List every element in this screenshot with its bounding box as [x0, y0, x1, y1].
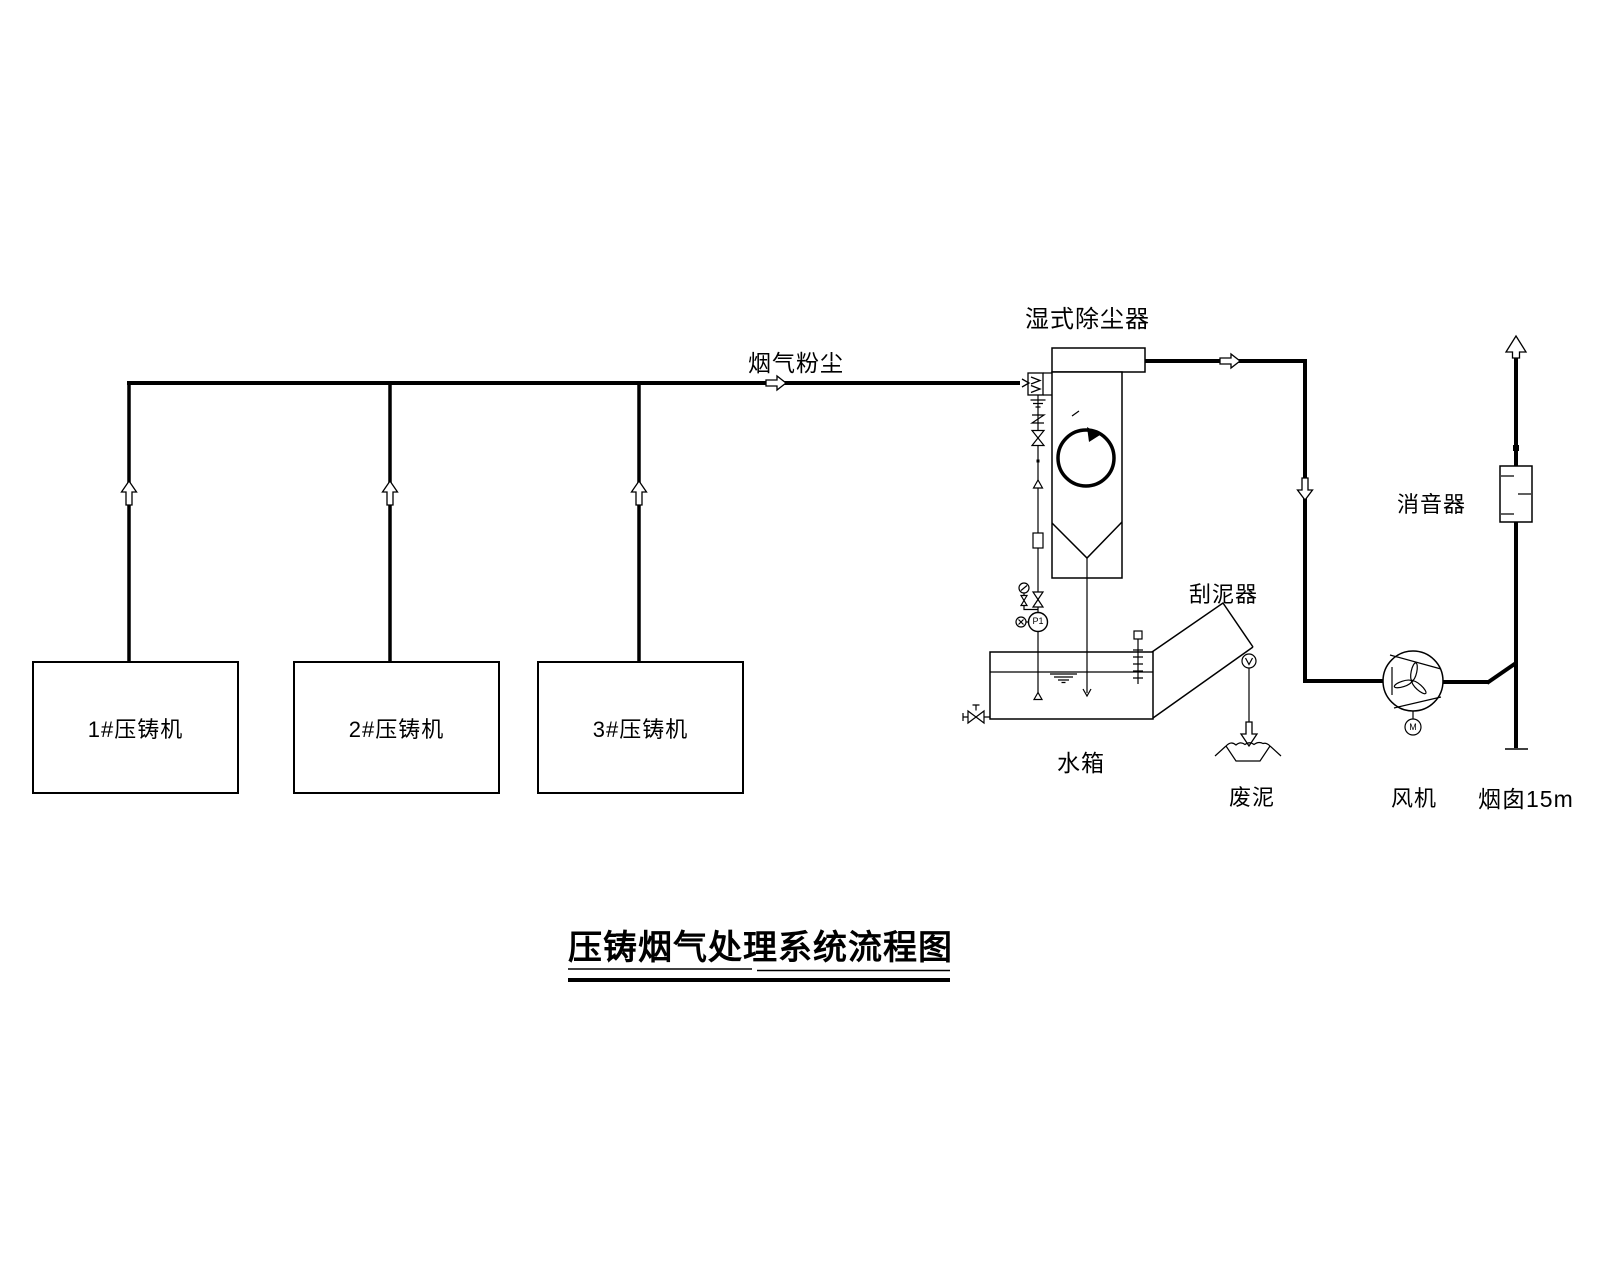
gate-valve-icon	[1030, 429, 1046, 447]
up-arrow-icon	[630, 479, 648, 506]
water-surface-icon	[1050, 673, 1077, 684]
muffler-unit	[1499, 465, 1533, 523]
flow-meter-icon	[1032, 532, 1044, 549]
die-casting-machine-3: 3#压铸机	[537, 661, 744, 794]
down-arrow-icon	[1296, 477, 1314, 502]
die-casting-machine-1: 1#压铸机	[32, 661, 239, 794]
scraper-motor-icon	[1241, 653, 1257, 669]
down-arrow-icon	[1239, 721, 1259, 748]
title-underline	[568, 968, 950, 982]
water-tank	[962, 630, 1154, 725]
right-arrow-icon	[765, 374, 788, 392]
water-tank-label: 水箱	[1057, 750, 1105, 776]
level-gauge	[1133, 630, 1143, 684]
scraper-label: 刮泥器	[1189, 582, 1259, 607]
right-arrow-icon	[1219, 352, 1242, 370]
machine-1-label: 1#压铸机	[87, 716, 184, 742]
up-arrow-icon	[381, 479, 399, 506]
chimney-stack-line	[1505, 357, 1528, 750]
pipe-joint-dot	[1036, 459, 1040, 463]
suction-foot-icon	[1032, 691, 1044, 701]
fan-label: 风机	[1391, 786, 1438, 811]
check-valve-icon	[1030, 414, 1046, 424]
fan-unit	[1382, 650, 1444, 736]
drain-valve-icon	[962, 704, 990, 725]
tank-outline	[989, 651, 1154, 720]
fan-motor-tag: M	[1409, 722, 1417, 732]
chimney-up-arrow-icon	[1504, 334, 1528, 359]
control-valve-icon	[1031, 591, 1045, 608]
pump-tag: P1	[1032, 616, 1044, 626]
chimney-label: 烟囱15m	[1478, 786, 1574, 812]
up-arrow-icon	[120, 479, 138, 506]
spray-nozzle-icon	[1030, 376, 1042, 385]
water-pump	[1015, 611, 1049, 633]
reducer-icon	[1032, 478, 1044, 489]
sludge-drop-line	[1082, 558, 1092, 698]
strainer-icon	[1030, 399, 1046, 408]
vortex-arrowhead	[1087, 427, 1100, 442]
spray-water-line	[1015, 395, 1049, 701]
vortex-tick	[1071, 410, 1080, 417]
fan-impeller-icon	[1393, 662, 1427, 695]
sludge-scraper	[1151, 601, 1282, 762]
down-arrowhead-icon	[1082, 688, 1092, 698]
scraper-body	[1151, 601, 1254, 653]
machine-3-label: 3#压铸机	[592, 716, 689, 742]
scrubber-top-header	[1051, 347, 1146, 373]
flue-gas-label: 烟气粉尘	[748, 350, 844, 376]
machine-2-label: 2#压铸机	[348, 716, 445, 742]
scraper-bottom-edge	[1152, 646, 1254, 719]
fan-volute-lines	[1389, 654, 1442, 709]
vortex-circle	[1056, 428, 1116, 488]
inlet-arrowhead	[1021, 378, 1031, 388]
scrubber-label: 湿式除尘器	[1025, 306, 1150, 333]
muffler-label: 消音器	[1397, 492, 1467, 517]
spray-nozzle-icon	[1030, 384, 1042, 394]
waste-mud-label: 废泥	[1229, 785, 1276, 810]
waste-mud-container	[1214, 741, 1282, 762]
diagram-title: 压铸烟气处理系统流程图	[568, 930, 953, 967]
scrubber-inlet-box	[1021, 372, 1052, 396]
muffler-baffles	[1501, 475, 1531, 515]
chimney-joint-marker	[1513, 445, 1519, 451]
flow-direction-arrows	[120, 334, 1528, 748]
pressure-gauge-branch	[1018, 582, 1038, 611]
wet-scrubber	[1021, 347, 1146, 579]
scrubber-outlet-pipe	[1145, 359, 1383, 683]
die-casting-machine-2: 2#压铸机	[293, 661, 500, 794]
machine-duct-pipes	[127, 381, 641, 661]
fan-outlet-pipe	[1443, 661, 1518, 685]
fan-motor-icon	[1404, 718, 1422, 736]
